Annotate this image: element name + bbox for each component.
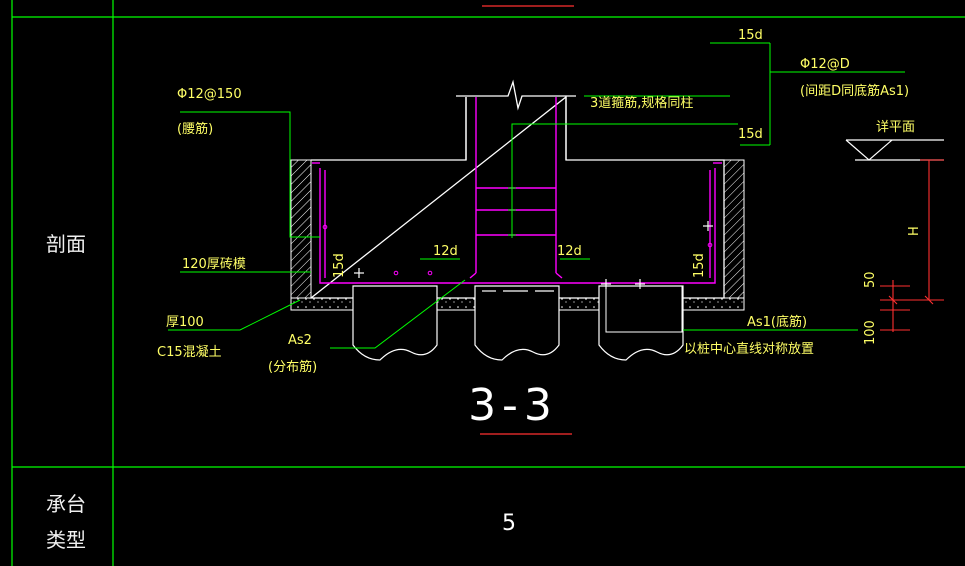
- label-15d-top: 15d: [738, 28, 763, 43]
- pile-right: [598, 285, 684, 361]
- label-12d-right: 12d: [557, 244, 582, 259]
- row-label-type-line2: 类型: [46, 528, 86, 552]
- pile-left: [352, 285, 438, 361]
- column-outline: [456, 79, 576, 160]
- label-stirrups-note: 3道箍筋,规格同柱: [590, 95, 693, 111]
- label-spacing-note: (间距D同底筋As1): [800, 83, 909, 99]
- type-value: 5: [502, 511, 516, 536]
- level-symbol: [845, 139, 944, 161]
- row-label-section: 剖面: [46, 232, 86, 256]
- label-phi12-at-d: Φ12@D: [800, 57, 850, 72]
- label-waist-rebar: (腰筋): [177, 121, 213, 137]
- rebar: [312, 97, 722, 284]
- label-dim-50: 50: [863, 271, 878, 288]
- label-15d-left-vertical: 15d: [332, 253, 347, 278]
- label-level-ref: 详平面: [876, 120, 915, 135]
- section-title: 3-3: [468, 380, 558, 431]
- label-15d-mid: 15d: [738, 127, 763, 142]
- plus-marks: [354, 221, 713, 289]
- pile-center-box: [605, 285, 683, 333]
- label-dim-100: 100: [863, 320, 878, 345]
- brick-mold-left: [290, 159, 312, 299]
- label-as2: As2: [288, 333, 312, 348]
- stirrup-ticks: [508, 187, 516, 236]
- label-c15-concrete: C15混凝土: [157, 344, 222, 360]
- label-thickness-100: 厚100: [166, 315, 204, 330]
- pile-middle: [474, 285, 560, 361]
- label-dim-h: H: [907, 226, 922, 236]
- rebar-dots: [322, 224, 713, 276]
- label-distribution-rebar: (分布筋): [268, 359, 317, 375]
- dimension-lines: [880, 159, 944, 332]
- piles: [352, 285, 684, 361]
- bottom-rebar: [319, 168, 716, 284]
- label-brick-mold: 120厚砖模: [182, 257, 246, 272]
- row-label-type-line1: 承台: [46, 492, 86, 516]
- label-as1-bottom: As1(底筋): [747, 314, 807, 330]
- label-12d-left: 12d: [433, 244, 458, 259]
- label-pile-center-note: 以桩中心直线对称放置: [684, 342, 814, 357]
- leader-lines: [168, 42, 905, 349]
- table-grid: [11, 0, 965, 566]
- pile-cap-outline: [309, 95, 725, 299]
- brick-mold-right: [723, 159, 745, 299]
- label-phi12-at-150: Φ12@150: [177, 87, 242, 102]
- label-15d-right-vertical: 15d: [692, 253, 707, 278]
